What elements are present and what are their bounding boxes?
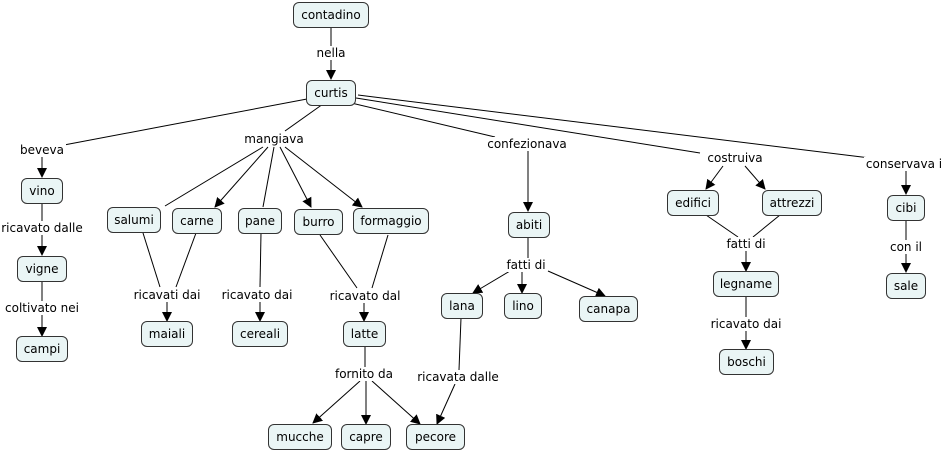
node-cereali[interactable]: cereali [232, 321, 288, 347]
node-mucche[interactable]: mucche [268, 424, 332, 450]
node-pane[interactable]: pane [238, 208, 282, 234]
link-label-fatti-di-abiti: fatti di [504, 258, 548, 272]
node-burro[interactable]: burro [294, 209, 343, 235]
link-label-con-il: con il [887, 240, 925, 254]
link-label-beveva: beveva [18, 143, 66, 157]
node-contadino[interactable]: contadino [293, 2, 369, 28]
link-label-ricavata-dalle: ricavata dalle [415, 370, 501, 384]
node-canapa[interactable]: canapa [579, 296, 638, 322]
node-lino[interactable]: lino [504, 293, 542, 319]
link-label-fatti-di-legname: fatti di [724, 237, 768, 251]
link-label-fornito-da: fornito da [332, 367, 396, 381]
node-capre[interactable]: capre [341, 424, 391, 450]
link-label-confezionava: confezionava [485, 137, 569, 151]
link-label-ricavato-dal: ricavato dal [327, 289, 403, 303]
link-label-ricavato-dai-boschi: ricavato dai [708, 317, 784, 331]
link-label-mangiava: mangiava [242, 132, 306, 146]
node-curtis[interactable]: curtis [306, 80, 356, 106]
node-vigne[interactable]: vigne [17, 256, 67, 282]
link-label-coltivato-nei: coltivato nei [3, 301, 81, 315]
link-label-conservava: conservava i [863, 157, 945, 171]
link-label-ricavati-dai: ricavati dai [131, 288, 203, 302]
node-formaggio[interactable]: formaggio [353, 208, 429, 234]
node-legname[interactable]: legname [713, 271, 779, 297]
link-label-nella: nella [314, 46, 348, 60]
node-lana[interactable]: lana [441, 293, 483, 319]
node-vino[interactable]: vino [21, 178, 63, 204]
node-salumi[interactable]: salumi [107, 207, 161, 233]
node-maiali[interactable]: maiali [141, 321, 193, 347]
node-campi[interactable]: campi [16, 336, 68, 362]
link-label-ricavato-dai-cereali: ricavato dai [219, 288, 295, 302]
node-abiti[interactable]: abiti [508, 212, 550, 238]
node-carne[interactable]: carne [172, 208, 222, 234]
node-pecore[interactable]: pecore [406, 424, 465, 450]
node-boschi[interactable]: boschi [719, 349, 774, 375]
node-cibi[interactable]: cibi [887, 195, 925, 221]
node-attrezzi[interactable]: attrezzi [762, 190, 822, 216]
link-label-ricavato-dalle: ricavato dalle [0, 221, 85, 235]
link-label-costruiva: costruiva [705, 151, 765, 165]
node-edifici[interactable]: edifici [667, 190, 719, 216]
node-latte[interactable]: latte [343, 321, 386, 347]
node-sale[interactable]: sale [886, 273, 926, 299]
